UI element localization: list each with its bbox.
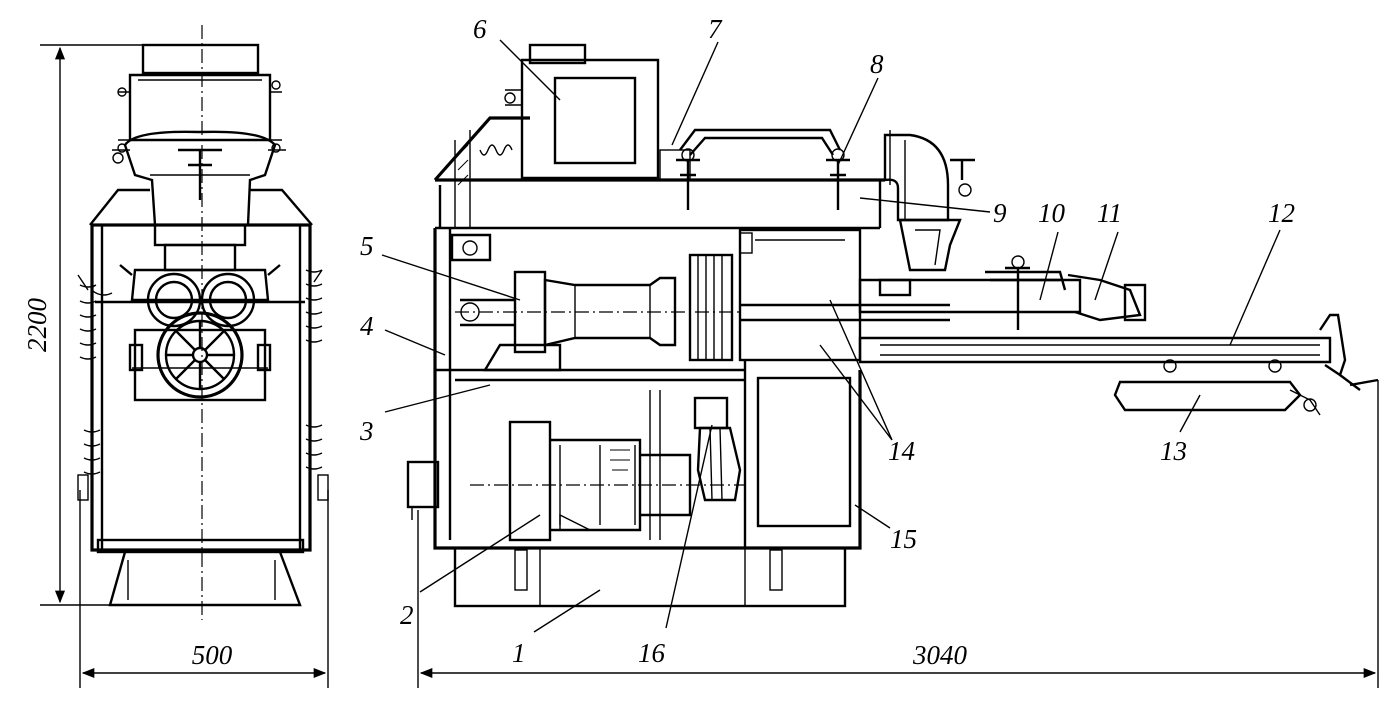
length-dimension-label: 3040 [912,640,968,670]
callout-15: 15 [890,524,917,554]
callout-1: 1 [512,638,526,668]
callout-8: 8 [870,49,884,79]
callout-5: 5 [360,231,374,261]
callout-labels: 6 7 8 9 10 11 12 13 14 15 16 1 2 3 4 5 [359,14,1295,668]
callout-11: 11 [1097,198,1122,228]
callout-7: 7 [708,14,723,44]
callout-4: 4 [360,311,374,341]
callout-2: 2 [400,600,414,630]
callout-14: 14 [888,436,915,466]
callout-10: 10 [1038,198,1066,228]
callout-9: 9 [993,198,1007,228]
callout-12: 12 [1268,198,1295,228]
callout-3: 3 [359,416,374,446]
front-view [77,25,329,620]
side-view [406,43,1379,608]
leader-lines [381,39,1281,633]
front-view-dimensions: 2200 500 [22,44,329,688]
callout-6: 6 [473,14,487,44]
side-view-dimension: 3040 [417,380,1379,688]
height-dimension-label: 2200 [22,298,52,353]
callout-13: 13 [1160,436,1187,466]
width-dimension-label: 500 [192,640,233,670]
callout-16: 16 [638,638,666,668]
